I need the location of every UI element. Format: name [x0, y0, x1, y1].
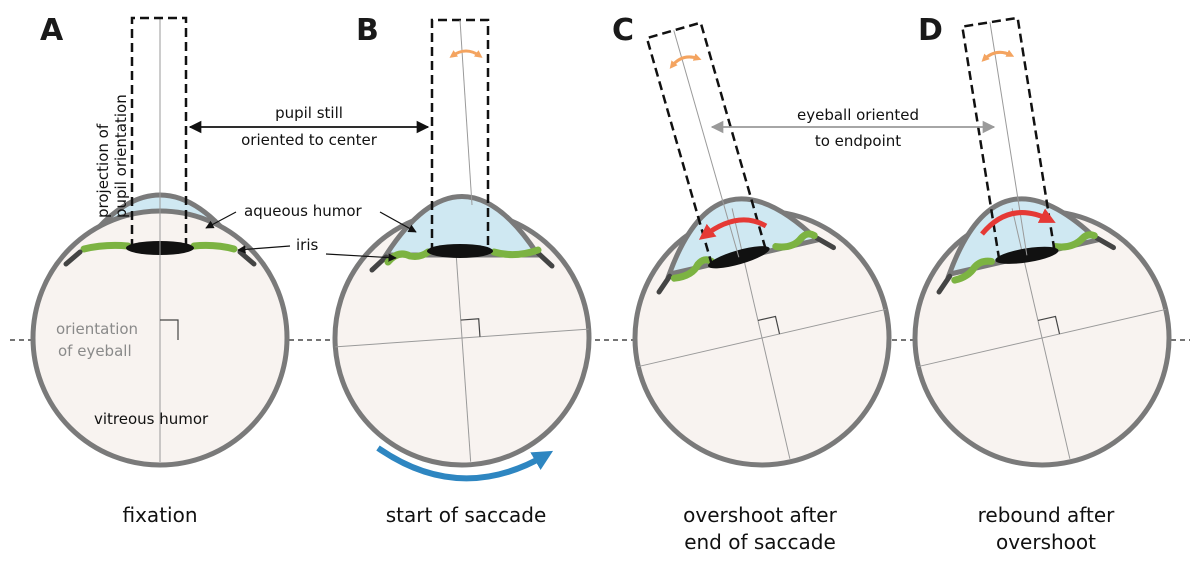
iris-label: iris — [296, 236, 319, 254]
small-rotation-arrow — [449, 49, 483, 58]
iris-pointer-left — [237, 245, 291, 254]
right-angle-mark — [160, 319, 179, 340]
orientation-of-eyeball-label: orientation — [56, 320, 138, 338]
eyeball-equator — [638, 308, 886, 368]
panel-a: A — [30, 13, 290, 468]
caption-start-of-saccade: start of saccade — [386, 503, 547, 527]
iris-left — [80, 241, 132, 253]
caption-rebound: rebound after — [978, 503, 1116, 527]
iris-right — [490, 246, 542, 259]
right-angle-mark — [460, 318, 481, 337]
panel-label: B — [356, 13, 379, 48]
eyeball-equator — [918, 308, 1166, 368]
panel-c: C — [612, 13, 892, 468]
saccade-direction-arrow — [376, 445, 554, 482]
iris-right — [772, 230, 818, 251]
pupil — [427, 244, 493, 258]
orientation-of-eyeball-label-2: of eyeball — [58, 342, 132, 360]
rebound-motion-arrow — [980, 208, 1056, 236]
caption-overshoot: overshoot after — [683, 503, 837, 527]
caption-overshoot-2: end of saccade — [684, 530, 836, 554]
aqueous-pointer-right — [379, 211, 417, 233]
aqueous-chamber — [665, 196, 823, 278]
caption-fixation: fixation — [123, 503, 198, 527]
iris-pointer-right — [325, 253, 397, 262]
sclera-edge-left — [936, 273, 953, 295]
sclera-edge-right — [237, 249, 257, 267]
sclera-edge-left — [63, 249, 83, 267]
panel-label: D — [918, 13, 943, 48]
overshoot-motion-arrow — [698, 217, 768, 240]
aqueous-pointer-left — [205, 211, 237, 229]
right-angle-mark — [757, 315, 781, 335]
eyeball-oriented-label: eyeball oriented — [797, 106, 919, 124]
iris-right — [190, 241, 238, 253]
pupil-still-label-2: oriented to center — [241, 131, 378, 149]
sclera-edge-right — [1094, 235, 1116, 251]
panel-d: D — [912, 13, 1172, 468]
vitreous-humor-label: vitreous humor — [94, 410, 209, 428]
sclera-edge-left — [369, 254, 389, 273]
sclera-edge-right — [814, 235, 836, 251]
pupil-projection — [130, 16, 188, 248]
eyeball-equator — [335, 328, 589, 348]
right-angle-mark — [1037, 315, 1061, 335]
projection-label: projection of pupil orientation — [94, 94, 130, 218]
iris-left — [670, 256, 715, 282]
panel-label: C — [612, 13, 634, 48]
pupil-projection — [645, 21, 767, 266]
sclera-edge-left — [656, 273, 673, 295]
aqueous-humor-label: aqueous humor — [244, 202, 363, 220]
aqueous-chamber — [381, 194, 543, 258]
eyeball-oriented-label-2: to endpoint — [815, 132, 901, 150]
iris-left — [951, 257, 995, 284]
small-rotation-arrow — [669, 53, 702, 69]
panel-b: B — [332, 13, 592, 482]
iris-right — [1052, 231, 1098, 251]
pupil-projection — [960, 16, 1056, 260]
pupil-axis — [459, 19, 473, 206]
pupil-still-label: pupil still — [275, 104, 343, 122]
caption-rebound-2: overshoot — [996, 530, 1096, 554]
panel-label: A — [40, 13, 64, 48]
small-rotation-arrow — [981, 49, 1015, 62]
sclera-edge-right — [535, 250, 555, 269]
aqueous-chamber — [945, 196, 1103, 278]
